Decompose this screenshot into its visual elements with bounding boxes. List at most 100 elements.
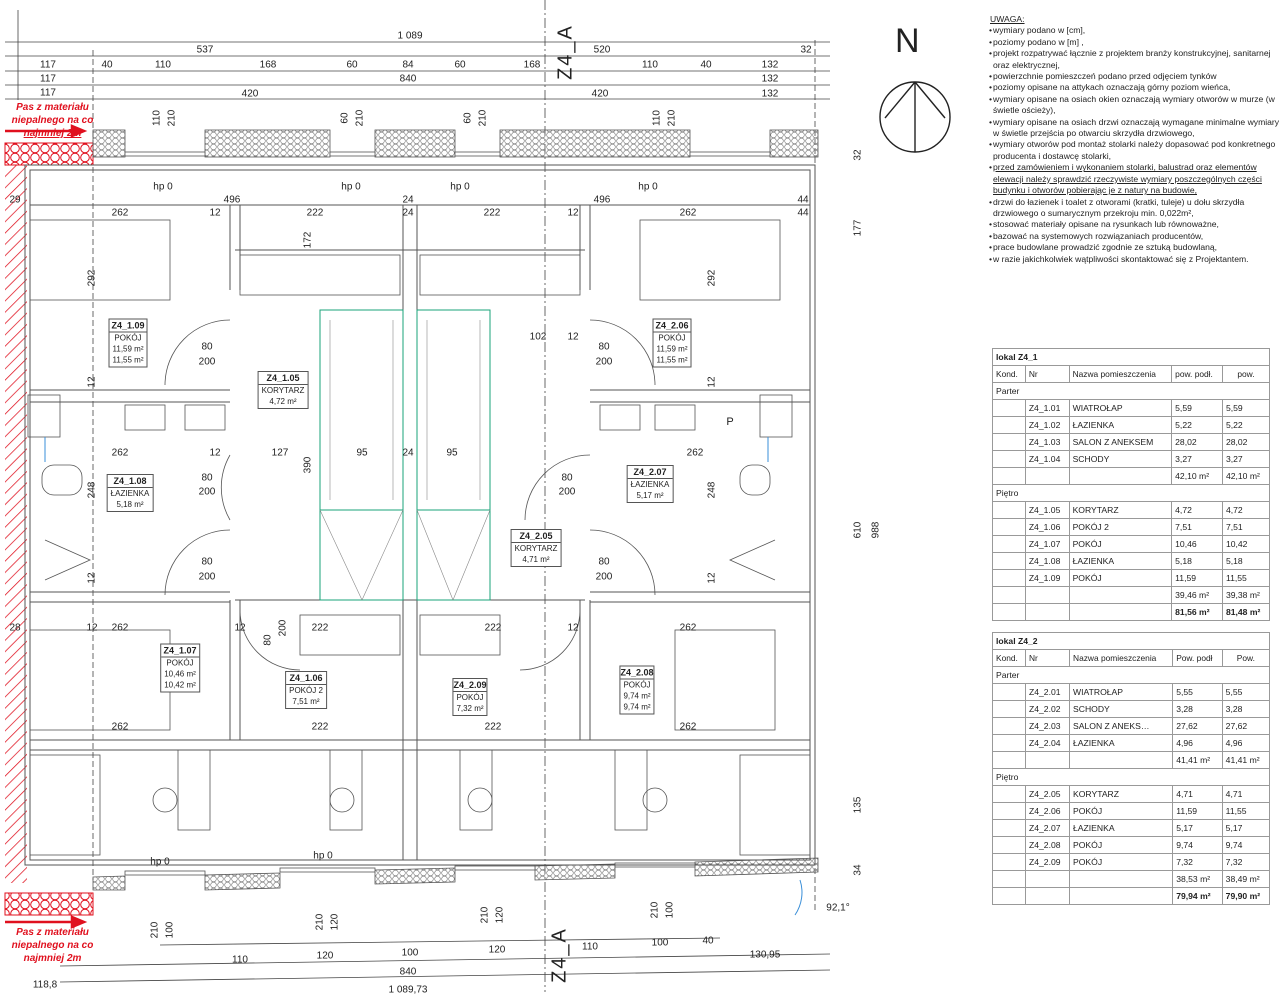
- table-cell: [1069, 887, 1174, 905]
- dimension-label: 60: [346, 59, 358, 71]
- table-cell: 79,94 m²: [1172, 887, 1223, 905]
- table-cell: 4,71: [1221, 785, 1271, 803]
- axis-label-bottom: Z4_A: [548, 927, 571, 983]
- dimension-label: 248: [86, 481, 98, 499]
- table-cell: 5,59: [1171, 399, 1223, 417]
- table-cell: Pow. podł: [1172, 649, 1223, 667]
- table-cell: [1024, 887, 1071, 905]
- dimension-label: 80: [598, 341, 610, 353]
- table-cell: SCHODY: [1069, 700, 1174, 718]
- dimension-label: 127: [271, 447, 289, 459]
- stairs: [319, 309, 491, 601]
- table-cell: POKÓJ: [1068, 569, 1173, 587]
- table-cell: Nazwa pomieszczenia: [1068, 365, 1173, 383]
- dimension-label: 24: [402, 194, 414, 206]
- plan-drawing: [4, 0, 951, 992]
- room-a2: 9,74 m²: [623, 702, 651, 712]
- windows: [124, 151, 771, 876]
- table-cell: 4,72: [1171, 501, 1223, 519]
- table-cell: SALON Z ANEKS…: [1069, 717, 1174, 735]
- dimension-label: 117: [40, 73, 56, 85]
- table-cell: 28,02: [1221, 433, 1271, 451]
- dimension-label: 200: [198, 486, 216, 498]
- table-cell: 39,46 m²: [1171, 586, 1223, 604]
- room-id: Z4_1.09: [109, 320, 147, 333]
- notes-panel: UWAGA: wymiary podano w [cm],poziomy pod…: [985, 14, 1280, 265]
- dimension-label: 84: [402, 59, 414, 71]
- room-a2: 11,55 m²: [112, 355, 144, 365]
- dimension-label: 292: [86, 269, 98, 287]
- dimension-label: 110: [642, 59, 658, 71]
- table-cell: [992, 785, 1026, 803]
- table-cell: 7,51: [1221, 518, 1271, 536]
- stair-treads: [319, 320, 491, 601]
- dimension-label: 262: [679, 721, 697, 733]
- table-cell: ŁAZIENKA: [1069, 734, 1174, 752]
- table-cell: Z4_1.03: [1024, 433, 1070, 451]
- dimension-label: 496: [593, 194, 611, 206]
- dimension-label: 44: [797, 207, 809, 219]
- table-cell: Z4_2.03: [1024, 717, 1071, 735]
- dimension-label: 210: [477, 109, 489, 127]
- table-cell: Z4_2.04: [1024, 734, 1071, 752]
- notes-title: UWAGA:: [990, 14, 1025, 24]
- dimension-label: 222: [484, 622, 502, 634]
- dimension-label: 80: [561, 472, 573, 484]
- table-row: Piętro: [992, 768, 1270, 786]
- table-cell: 5,17: [1172, 819, 1223, 837]
- table-cell: 9,74: [1172, 836, 1223, 854]
- table-cell: Z4_2.07: [1024, 819, 1071, 837]
- dimension-label: 520: [593, 44, 611, 56]
- dimension-label: 222: [311, 622, 329, 634]
- table-cell: 4,71: [1172, 785, 1223, 803]
- dimension-label: 110: [155, 59, 171, 71]
- dimension-label: 292: [706, 269, 718, 287]
- table-cell: KORYTARZ: [1068, 501, 1173, 519]
- room-id: Z4_1.05: [258, 373, 308, 385]
- dimension-label: hp 0: [153, 181, 173, 193]
- table-cell: Z4_1.09: [1024, 569, 1070, 587]
- dimension-label: 28: [9, 622, 21, 634]
- dimension-label: 262: [111, 622, 129, 634]
- room-id: Z4_1.07: [161, 646, 199, 658]
- table-cell: Z4_2.08: [1024, 836, 1071, 854]
- table-cell: [992, 887, 1026, 905]
- note-item: wymiary podano w [cm],: [985, 25, 1280, 37]
- dimension-label: 110: [232, 954, 248, 966]
- dimension-label: 44: [797, 194, 809, 206]
- table-cell: 28,02: [1171, 433, 1223, 451]
- notes-list: wymiary podano w [cm],poziomy podano w […: [985, 25, 1280, 265]
- dimension-label: 117: [40, 59, 56, 71]
- table-cell: Z4_2.06: [1024, 802, 1071, 820]
- dimension-label: 168: [523, 59, 541, 71]
- table-cell: [992, 819, 1026, 837]
- table-cell: [1068, 586, 1173, 604]
- dimension-label: 210: [354, 109, 366, 127]
- table-cell: Z4_2.02: [1024, 700, 1071, 718]
- dimension-label: 80: [262, 634, 274, 646]
- table-cell: Z4_1.02: [1024, 416, 1070, 434]
- note-item: wymiary otworów pod montaż stolarki nale…: [985, 139, 1280, 162]
- dimension-label: 12: [209, 447, 221, 459]
- dimension-label: 12: [706, 572, 718, 584]
- dimension-lines-top: [5, 0, 830, 992]
- table-cell: 5,22: [1171, 416, 1223, 434]
- dimension-label: 80: [598, 556, 610, 568]
- dimension-label: 117: [40, 87, 56, 99]
- dimension-label: 222: [306, 207, 324, 219]
- table-cell: 5,22: [1221, 416, 1271, 434]
- dimension-label: 262: [679, 207, 697, 219]
- table-cell: [1024, 467, 1070, 485]
- table-cell: WIATROŁAP: [1069, 683, 1174, 701]
- dimension-label: 95: [446, 447, 458, 459]
- note-line: niepalnego na co: [11, 940, 94, 951]
- room-id: Z4_2.07: [627, 467, 673, 479]
